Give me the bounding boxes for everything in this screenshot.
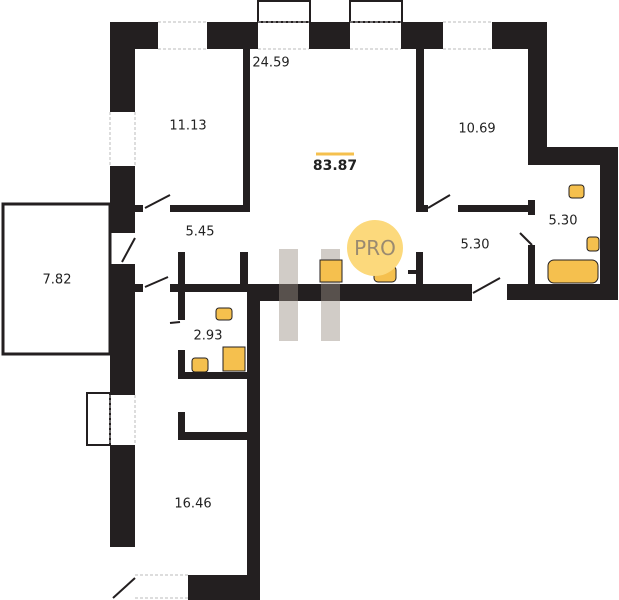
- room-area-bedroom-right: 10.69: [458, 121, 496, 137]
- bath-sink-icon: [586, 236, 600, 252]
- pro-badge: PRO: [347, 220, 403, 276]
- bathtub-icon: [547, 259, 599, 284]
- stove-icon: [319, 259, 343, 283]
- toilet-icon: [568, 184, 585, 199]
- room-area-bedroom-left: 11.13: [169, 118, 207, 134]
- room-area-wc: 2.93: [193, 328, 223, 344]
- room-area-hall: 5.45: [185, 224, 215, 240]
- room-area-bathroom: 5.30: [548, 213, 578, 229]
- doors: [112, 194, 533, 599]
- room-area-corridor: 5.30: [460, 237, 490, 253]
- room-area-balcony: 7.82: [42, 272, 72, 288]
- room-area-kitchen: 16.46: [174, 496, 212, 512]
- shower-icon: [222, 346, 246, 372]
- wc-toilet-icon: [215, 307, 233, 321]
- total-area: 83.87: [312, 158, 358, 174]
- wc-sink-icon: [191, 357, 209, 373]
- walls: [110, 22, 618, 600]
- room-area-living: 24.59: [252, 55, 290, 71]
- window-frames: [109, 21, 492, 599]
